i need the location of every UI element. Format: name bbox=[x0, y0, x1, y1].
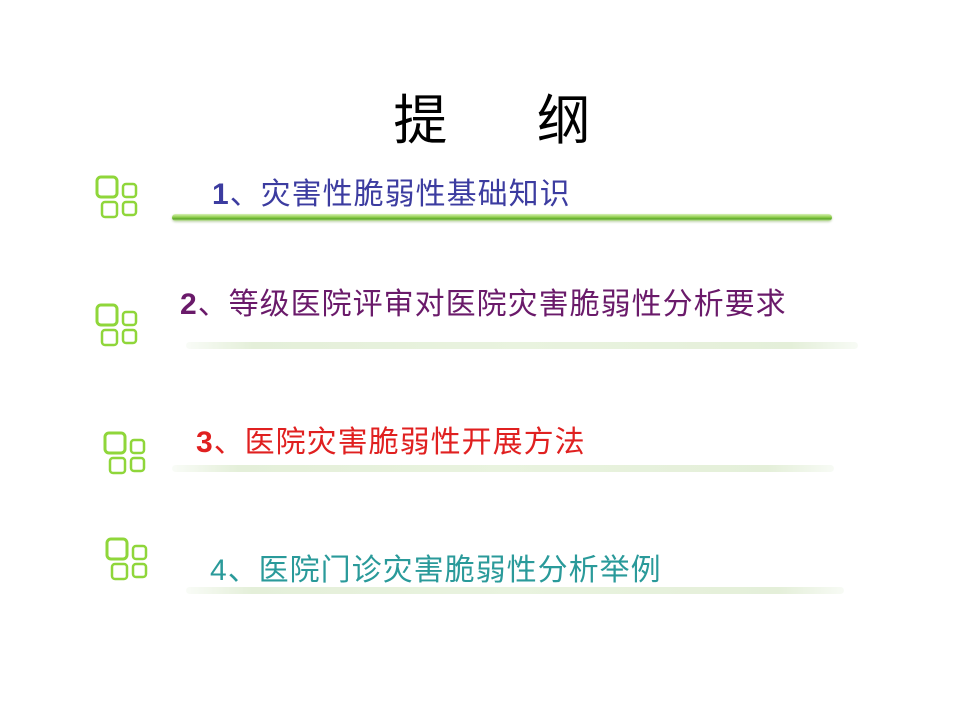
outline-item-4-number: 4 bbox=[210, 554, 228, 587]
bullet-squares-icon bbox=[95, 175, 138, 219]
outline-item-2-text: 、等级医院评审对医院灾害脆弱性分析要求 bbox=[197, 287, 787, 322]
outline-item-4: 4、医院门诊灾害脆弱性分析举例 bbox=[210, 551, 662, 591]
outline-item-4-underline bbox=[186, 587, 844, 594]
bullet-squares-icon bbox=[95, 303, 138, 347]
outline-item-1: 1、灾害性脆弱性基础知识 bbox=[212, 175, 571, 215]
outline-item-2: 2、等级医院评审对医院灾害脆弱性分析要求 bbox=[180, 285, 787, 325]
outline-item-1-underline bbox=[172, 214, 832, 221]
outline-item-3-number: 3 bbox=[196, 426, 214, 459]
outline-item-2-number: 2 bbox=[180, 288, 198, 321]
outline-item-4-text: 、医院门诊灾害脆弱性分析举例 bbox=[227, 553, 662, 588]
outline-item-3: 3、医院灾害脆弱性开展方法 bbox=[196, 423, 586, 463]
outline-item-1-text: 、灾害性脆弱性基础知识 bbox=[229, 177, 571, 212]
slide-title: 提 纲 bbox=[393, 89, 627, 152]
outline-item-3-text: 、医院灾害脆弱性开展方法 bbox=[213, 425, 586, 460]
outline-item-1-number: 1 bbox=[212, 178, 230, 211]
bullet-squares-icon bbox=[103, 431, 146, 475]
bullet-squares-icon bbox=[105, 537, 148, 581]
outline-item-2-underline bbox=[186, 342, 858, 349]
outline-item-3-underline bbox=[172, 465, 834, 472]
